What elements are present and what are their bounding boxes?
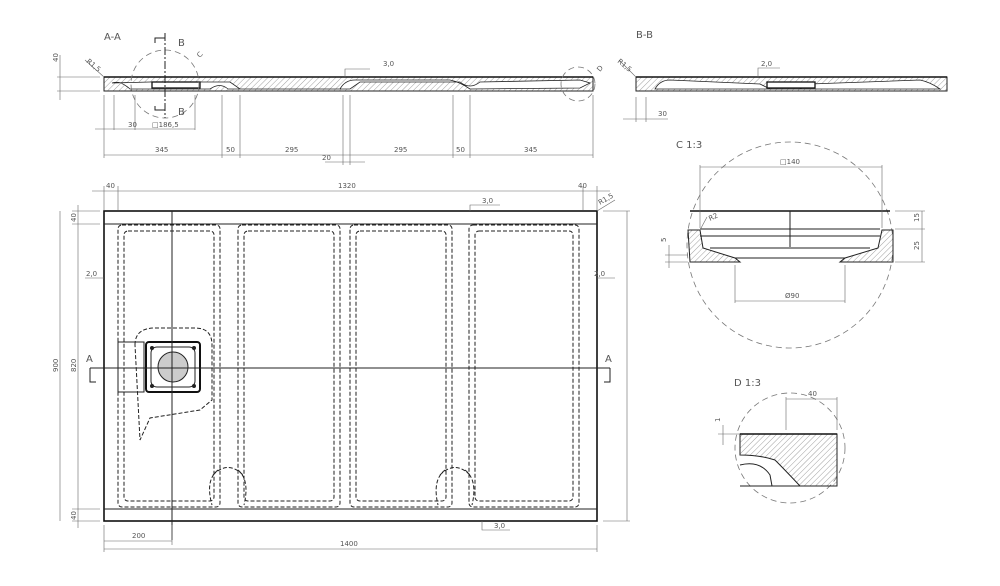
c-dim-h1: 15: [913, 213, 921, 222]
drain-grate: [157, 351, 189, 383]
plan-dim-left-rim: 40: [106, 182, 115, 190]
c-dim-square: □140: [780, 158, 800, 166]
plan-dim-top-rim: 40: [70, 213, 78, 222]
d-dim-height: 1: [714, 418, 722, 422]
section-b-b: B-B R1,5 2,0 30: [616, 30, 948, 122]
dim-radius: R1,5: [85, 57, 102, 73]
detail-d: D 1:3 40 1: [714, 378, 846, 504]
plan-dim-inner-length: 1320: [338, 182, 356, 190]
c-dim-h2: 25: [913, 241, 921, 250]
detail-c: C 1:3 □140 R2 15 25 5 Ø90: [660, 140, 925, 349]
dim-d3: 295: [285, 146, 298, 154]
plan-dim-total-length: 1400: [340, 540, 358, 548]
cut-a-label-left: A: [86, 354, 93, 365]
dim-d2: 50: [226, 146, 235, 154]
plan-dim-total-width: 900: [52, 359, 60, 372]
section-a-a: A-A B B C D 40 R1,5 3,0 30 □186,5 345 50…: [52, 32, 605, 165]
detail-c-title: C 1:3: [676, 140, 702, 151]
dim-d5: 295: [394, 146, 407, 154]
plan-dim-right-rim: 40: [578, 182, 587, 190]
detail-d-label: D: [595, 64, 605, 73]
plan-dim-slope-top: 3,0: [482, 197, 493, 205]
section-b-b-title: B-B: [636, 30, 653, 41]
dim-offset: 30: [128, 121, 137, 129]
dim-d4: 20: [322, 154, 331, 162]
dim-slope: 3,0: [383, 60, 394, 68]
plan-dim-radius: R1,5: [597, 192, 615, 207]
plan-dim-bottom-rim: 40: [70, 511, 78, 520]
drain-section: [151, 81, 201, 89]
plan-dim-slope-right: 2,0: [594, 270, 605, 278]
dim-drain-square: □186,5: [152, 121, 179, 129]
bb-dim-offset: 30: [658, 110, 667, 118]
c-dim-h3: 5: [660, 238, 668, 242]
plan-view: A A 40 1320 40 3,0 R1,5 40 2,0 2,0 900 8…: [52, 182, 630, 552]
plan-dim-inner-width: 820: [70, 359, 78, 372]
dim-d7: 345: [524, 146, 537, 154]
tray-outline: [103, 210, 598, 522]
detail-d-marker: [560, 66, 596, 102]
detail-d-title: D 1:3: [734, 378, 761, 389]
d-dim-width: 40: [808, 390, 817, 398]
dim-height: 40: [52, 53, 60, 62]
cut-b-label-bottom: B: [178, 107, 185, 118]
channels: [117, 224, 580, 508]
plan-dim-drain-offset: 200: [132, 532, 145, 540]
cut-b-label-top: B: [178, 38, 185, 49]
detail-c-label: C: [195, 50, 204, 59]
dim-d1: 345: [155, 146, 168, 154]
plan-dim-slope-left: 2,0: [86, 270, 97, 278]
cut-a-label-right: A: [605, 354, 612, 365]
dim-d6: 50: [456, 146, 465, 154]
plan-dim-slope-bottom: 3,0: [494, 522, 505, 530]
section-a-a-title: A-A: [104, 32, 121, 43]
bb-dim-slope: 2,0: [761, 60, 772, 68]
c-dim-diameter: Ø90: [785, 292, 799, 300]
c-dim-radius: R2: [707, 212, 719, 223]
